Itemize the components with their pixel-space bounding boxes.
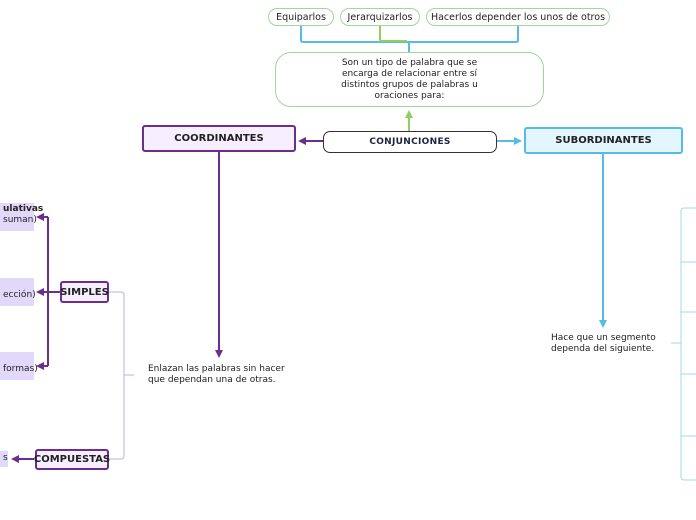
leaf-disyuntivas[interactable]: ección) xyxy=(0,278,36,306)
coordinantes-description: Enlazan las palabras sin hacer que depen… xyxy=(148,364,285,385)
definition-text: Son un tipo de palabra que se encarga de… xyxy=(341,57,478,101)
compuestas-node[interactable]: COMPUESTAS xyxy=(34,449,110,470)
pill-equiparlos[interactable]: Equiparlos xyxy=(268,8,334,26)
leaf-compuestas-item[interactable]: s xyxy=(0,451,8,467)
central-node[interactable]: CONJUNCIONES xyxy=(323,131,497,153)
subordinantes-node[interactable]: SUBORDINANTES xyxy=(524,127,683,154)
subordinantes-description: Hace que un segmento dependa del siguien… xyxy=(551,333,656,354)
definition-box[interactable]: Son un tipo de palabra que se encarga de… xyxy=(275,52,544,107)
leaf-copulativas-sub: suman) xyxy=(3,215,37,225)
pill-green-bracket xyxy=(379,26,407,42)
leaf-adversativas[interactable]: formas) xyxy=(0,352,38,380)
leaf-copulativas[interactable]: ulativas suman) xyxy=(0,203,44,231)
pill-jerarquizarlos[interactable]: Jerarquizarlos xyxy=(340,8,420,26)
simples-node[interactable]: SIMPLES xyxy=(60,281,109,303)
leaf-copulativas-title: ulativas xyxy=(3,204,44,214)
coordinantes-node[interactable]: COORDINANTES xyxy=(142,125,296,152)
coord-type-bracket xyxy=(109,291,125,460)
pill-bracket-line xyxy=(300,26,519,43)
pill-hacerlos-depender[interactable]: Hacerlos depender los unos de otros xyxy=(426,8,610,26)
sub-bracket xyxy=(680,207,696,481)
